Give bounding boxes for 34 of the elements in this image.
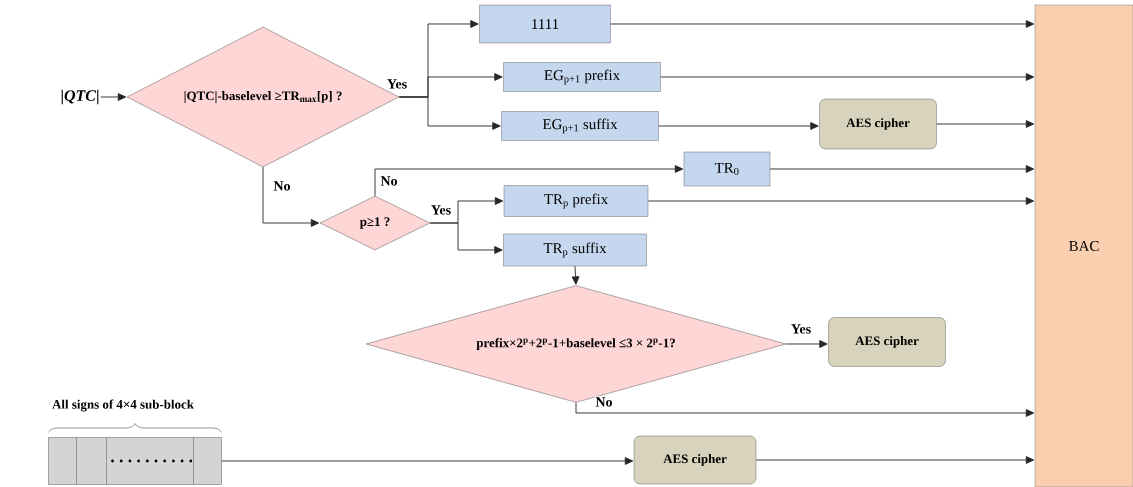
process-box: EG$_{p+1}$ suffix [501,111,659,141]
cipher-box: AES cipher [819,98,937,150]
process-box: TR$_{0}$ [683,151,771,187]
sign-block-drawing [48,437,222,485]
process-box: TR$_{p}$ suffix [503,233,647,267]
arrow [429,222,503,254]
input-label: |QTC| [61,89,99,105]
cipher-box: AES cipher [633,435,757,485]
arrow [610,20,1035,28]
arrow [769,165,1035,173]
arrow [575,402,1035,417]
cipher-box: AES cipher [828,317,946,367]
edge-label: No [272,180,292,192]
arrow [660,73,1035,81]
arrow [374,165,684,197]
arrow [262,166,320,227]
arrow [755,456,1035,464]
arrow [221,457,634,465]
coder-block: BAC [1034,4,1133,487]
brace-label: All signs of 4×4 sub-block [52,399,194,412]
arrow [647,197,1035,205]
edge-label: Yes [429,204,453,216]
arrow [936,120,1035,128]
edge-label: No [594,396,614,408]
process-box: TR$_{p}$ prefix [503,185,649,217]
process-box: EG$_{p+1}$ prefix [503,62,661,92]
edge-label: No [379,175,399,187]
arrow [398,96,501,130]
arrow [785,340,828,348]
arrow [571,265,580,285]
process-box: 1111 [479,4,611,44]
arrow [100,93,127,101]
edge-label: Yes [789,323,813,335]
arrow [658,122,819,130]
